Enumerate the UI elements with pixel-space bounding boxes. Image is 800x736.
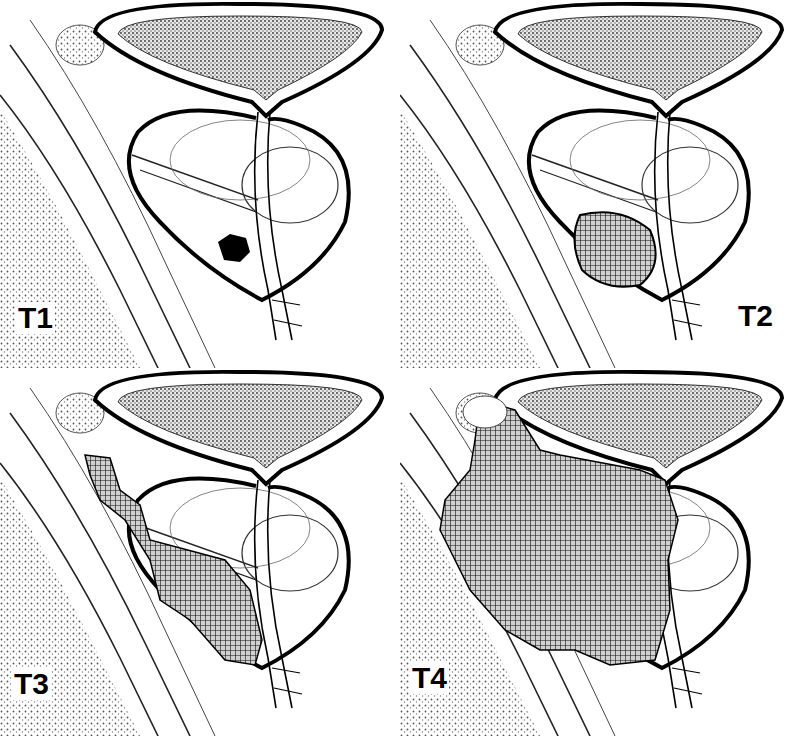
tumor-t3	[85, 455, 262, 665]
panel-t1-anatomy	[0, 4, 382, 368]
stage-label: T1	[16, 302, 55, 334]
stage-label: T4	[410, 662, 449, 694]
tumor-t1	[218, 234, 250, 262]
panel-t2-anatomy	[400, 4, 782, 368]
panel-t4-anatomy	[400, 372, 782, 736]
tumor-t2	[574, 212, 655, 287]
seminal-vesicle-t4	[463, 396, 507, 428]
stage-label: T3	[12, 668, 51, 700]
panel-t3-anatomy	[0, 372, 382, 736]
tumor-t4	[440, 400, 678, 665]
stage-label: T2	[736, 300, 775, 332]
